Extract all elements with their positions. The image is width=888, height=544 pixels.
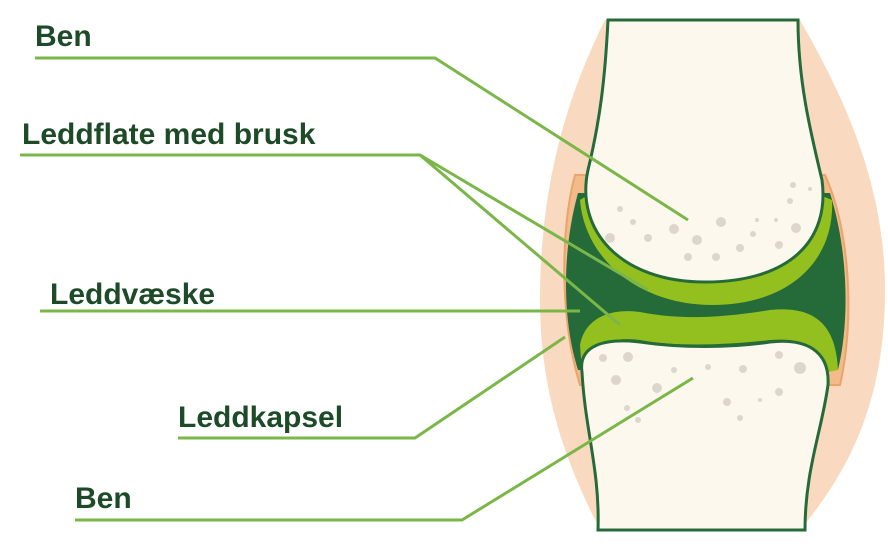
bone-texture <box>599 182 812 423</box>
lower-bone <box>580 339 830 532</box>
leader-line-bone-bottom <box>75 376 694 522</box>
label-synovial-fluid: Leddvæske <box>50 278 215 311</box>
lower-cartilage <box>580 309 838 372</box>
label-bone-top: Ben <box>35 20 92 53</box>
leader-line-capsule <box>178 335 566 440</box>
upper-bone <box>584 18 825 284</box>
label-cartilage: Leddflate med brusk <box>22 118 316 151</box>
label-capsule: Leddkapsel <box>178 401 343 434</box>
upper-cartilage <box>580 195 833 305</box>
label-bone-bottom: Ben <box>75 482 132 515</box>
leader-line-bone-top <box>35 56 689 222</box>
leader-line-cartilage-2 <box>419 153 621 327</box>
